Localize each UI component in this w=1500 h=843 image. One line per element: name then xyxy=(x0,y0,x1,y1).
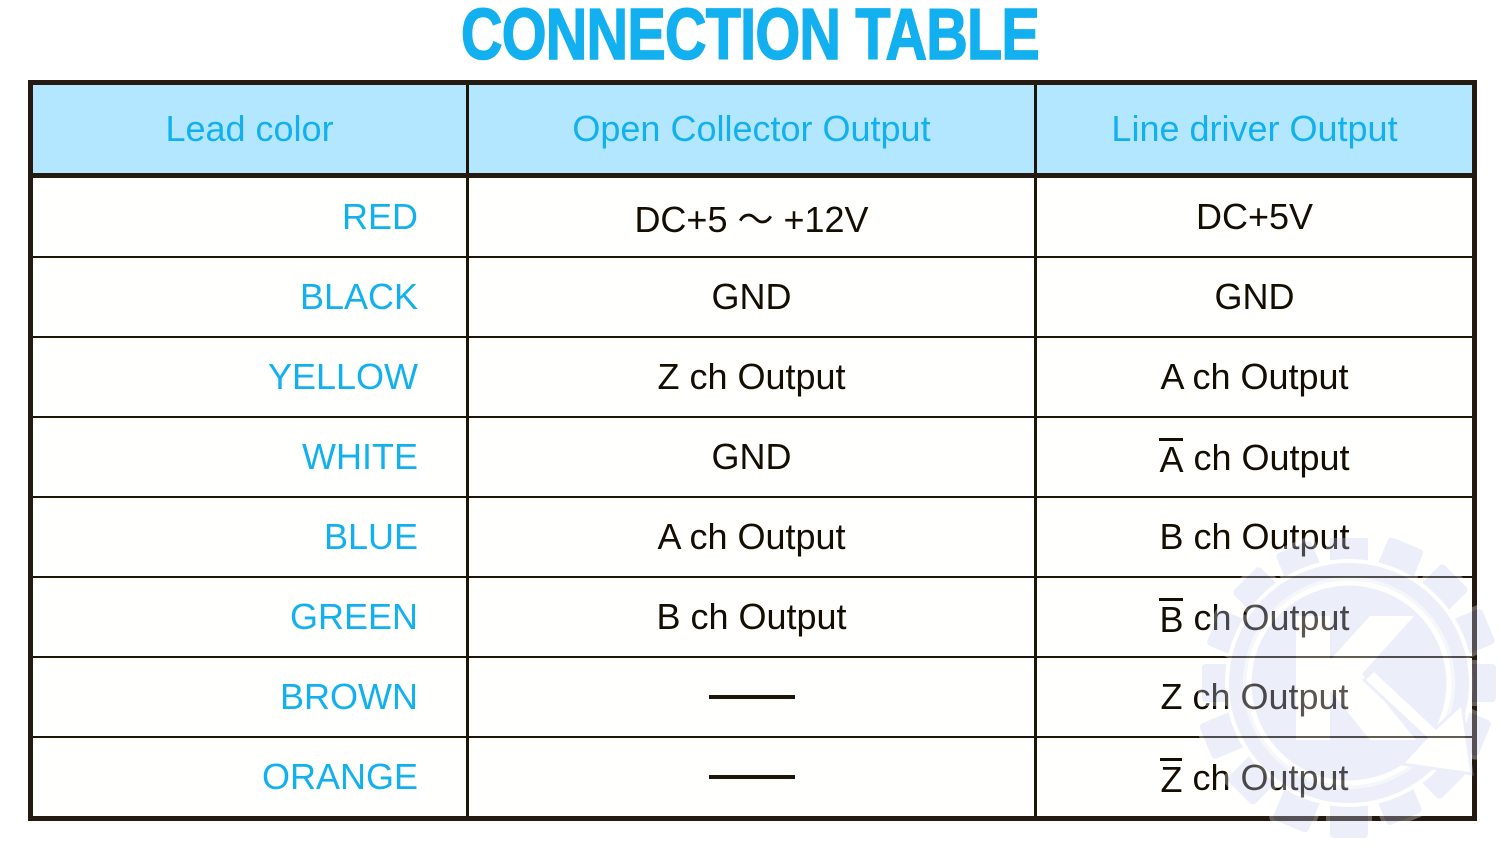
lead-color-label: GREEN xyxy=(289,596,418,637)
lead-color-label: BROWN xyxy=(280,676,418,717)
overline-signal-letter: Z xyxy=(1160,757,1183,800)
signal-label-complement: B ch Output xyxy=(1037,596,1472,639)
dash-icon xyxy=(708,775,795,780)
lead-color-label: WHITE xyxy=(302,436,418,477)
cell-line-driver-output: DC+5V xyxy=(1034,174,1476,258)
cell-open-collector-output xyxy=(466,656,1037,738)
cell-line-driver-output: A ch Output xyxy=(1034,416,1476,498)
cell-line-driver-output: B ch Output xyxy=(1034,576,1476,658)
signal-label: GND xyxy=(711,276,792,317)
signal-label: Z ch Output xyxy=(657,356,846,397)
signal-label: A ch Output xyxy=(657,516,846,557)
table-row: BROWN Z ch Output xyxy=(29,656,1476,738)
cell-line-driver-output: B ch Output xyxy=(1034,496,1476,578)
cell-line-driver-output: A ch Output xyxy=(1034,336,1476,418)
signal-label: DC+5 ～ +12V xyxy=(634,199,869,240)
table-row: YELLOW Z ch Output A ch Output xyxy=(29,336,1476,418)
signal-label-rest: ch Output xyxy=(1183,436,1350,478)
cell-lead-color: ORANGE xyxy=(29,736,469,820)
dash-icon xyxy=(708,695,795,700)
no-connection-dash xyxy=(469,676,1034,718)
table-row: BLUE A ch Output B ch Output xyxy=(29,496,1476,578)
signal-label: DC+5V xyxy=(1195,196,1314,237)
signal-label: GND xyxy=(1214,276,1295,317)
table-row: ORANGE Z ch Output xyxy=(29,736,1476,820)
column-header-line-driver-output: Line driver Output xyxy=(1034,81,1476,178)
cell-line-driver-output: Z ch Output xyxy=(1034,736,1476,820)
table-header-row: Lead color Open Collector Output Line dr… xyxy=(29,81,1476,178)
overline-signal-letter: B xyxy=(1159,597,1184,640)
cell-open-collector-output: Z ch Output xyxy=(466,336,1037,418)
page-title: CONNECTION TABLE xyxy=(460,0,1040,75)
column-header-open-collector-output: Open Collector Output xyxy=(466,81,1037,178)
cell-open-collector-output xyxy=(466,736,1037,820)
cell-open-collector-output: A ch Output xyxy=(466,496,1037,578)
signal-label: GND xyxy=(711,436,792,477)
table-row: BLACK GND GND xyxy=(29,256,1476,338)
signal-label-rest: ch Output xyxy=(1182,756,1349,798)
cell-lead-color: BLACK xyxy=(29,256,469,338)
cell-line-driver-output: GND xyxy=(1034,256,1476,338)
cell-lead-color: BROWN xyxy=(29,656,469,738)
table-header: Lead color Open Collector Output Line dr… xyxy=(29,81,1476,178)
signal-label-rest: ch Output xyxy=(1183,596,1350,638)
cell-open-collector-output: DC+5 ～ +12V xyxy=(466,174,1037,258)
lead-color-label: BLACK xyxy=(299,276,418,317)
connection-table: Lead color Open Collector Output Line dr… xyxy=(28,80,1477,821)
signal-label: Z ch Output xyxy=(1160,676,1349,717)
cell-lead-color: RED xyxy=(29,174,469,258)
cell-lead-color: BLUE xyxy=(29,496,469,578)
signal-label-complement: Z ch Output xyxy=(1037,756,1472,799)
cell-lead-color: WHITE xyxy=(29,416,469,498)
table-body: RED DC+5 ～ +12V DC+5V BLACK GND GND YELLOW Z ch… xyxy=(29,174,1476,820)
cell-line-driver-output: Z ch Output xyxy=(1034,656,1476,738)
table-row: WHITE GND A ch Output xyxy=(29,416,1476,498)
cell-lead-color: GREEN xyxy=(29,576,469,658)
signal-label: B ch Output xyxy=(656,596,847,637)
cell-lead-color: YELLOW xyxy=(29,336,469,418)
cell-open-collector-output: GND xyxy=(466,256,1037,338)
lead-color-label: BLUE xyxy=(323,516,418,557)
cell-open-collector-output: GND xyxy=(466,416,1037,498)
no-connection-dash xyxy=(469,756,1034,798)
signal-label: A ch Output xyxy=(1160,356,1349,397)
cell-open-collector-output: B ch Output xyxy=(466,576,1037,658)
table-row: RED DC+5 ～ +12V DC+5V xyxy=(29,174,1476,258)
overline-signal-letter: A xyxy=(1159,437,1184,480)
signal-label-complement: A ch Output xyxy=(1037,436,1472,479)
column-header-lead-color: Lead color xyxy=(29,81,469,178)
lead-color-label: RED xyxy=(341,196,418,237)
lead-color-label: ORANGE xyxy=(261,756,418,797)
signal-label: B ch Output xyxy=(1159,516,1350,557)
lead-color-label: YELLOW xyxy=(267,356,418,397)
